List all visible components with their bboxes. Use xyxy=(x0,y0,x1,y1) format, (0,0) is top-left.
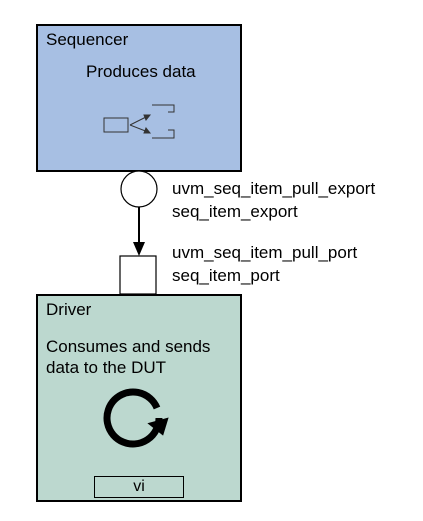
loop-icon-arrowhead xyxy=(147,417,169,436)
driver-description-line-1: Consumes and sends xyxy=(46,337,211,356)
driver-description: Consumes and sends data to the DUT xyxy=(46,336,242,378)
sequencer-icon-arrowhead-up xyxy=(143,114,152,121)
port-square xyxy=(119,255,157,295)
sequencer-icon-box xyxy=(103,117,129,133)
driver-box: Driver Consumes and sends data to the DU… xyxy=(36,294,242,502)
port-name-label: seq_item_port xyxy=(172,266,280,285)
export-name-label: seq_item_export xyxy=(172,202,298,221)
loop-icon xyxy=(103,388,169,448)
sequencer-title: Sequencer xyxy=(46,30,129,49)
sequencer-description: Produces data xyxy=(86,62,196,81)
sequencer-icon-bracket-bottom xyxy=(152,129,175,139)
export-type-label: uvm_seq_item_pull_export xyxy=(172,179,376,198)
driver-description-line-2: data to the DUT xyxy=(46,358,167,377)
sequencer-icon-bracket-top xyxy=(152,104,175,113)
loop-icon-arc xyxy=(103,388,163,448)
export-circle xyxy=(120,170,158,208)
sequencer-icon xyxy=(103,104,175,139)
pull-arrowhead xyxy=(133,242,145,256)
port-type-label: uvm_seq_item_pull_port xyxy=(172,243,358,262)
virtual-interface-box: vi xyxy=(94,476,184,498)
sequencer-box: Sequencer Produces data xyxy=(36,24,242,172)
driver-title: Driver xyxy=(46,300,92,319)
sequencer-icon-arrowhead-down xyxy=(143,127,152,134)
